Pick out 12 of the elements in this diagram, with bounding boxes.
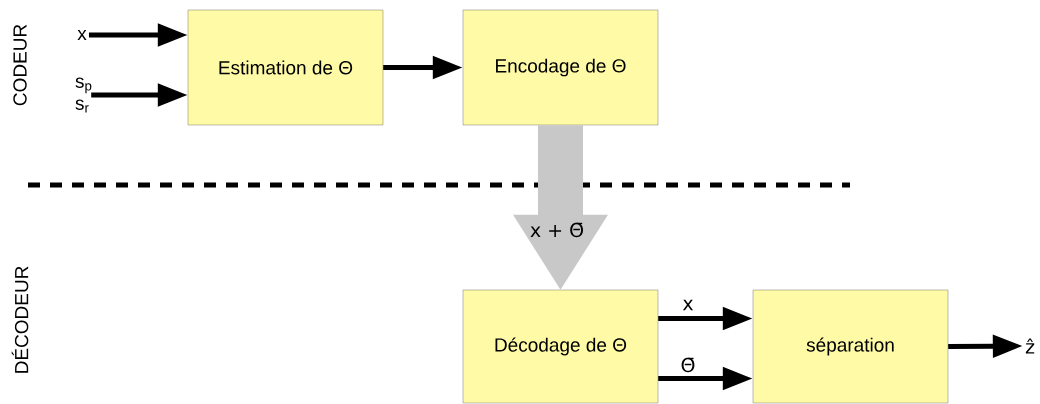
input-label: x bbox=[77, 30, 87, 40]
process-box: séparation bbox=[752, 289, 949, 404]
process-box: Encodage de Θ bbox=[462, 9, 659, 126]
process-box: Décodage de Θ bbox=[462, 289, 659, 404]
output-label: ẑ bbox=[1025, 338, 1035, 354]
section-label: CODEUR bbox=[13, 24, 27, 106]
process-box: Estimation de Θ bbox=[187, 9, 384, 126]
input-label: s$_{p}$ s$_{r}$ bbox=[75, 77, 92, 113]
block-arrow bbox=[513, 125, 608, 290]
section-label: DÉCODEUR bbox=[11, 266, 29, 373]
edge-label: x bbox=[681, 298, 695, 312]
edge-label: Θ̄ bbox=[679, 356, 697, 374]
